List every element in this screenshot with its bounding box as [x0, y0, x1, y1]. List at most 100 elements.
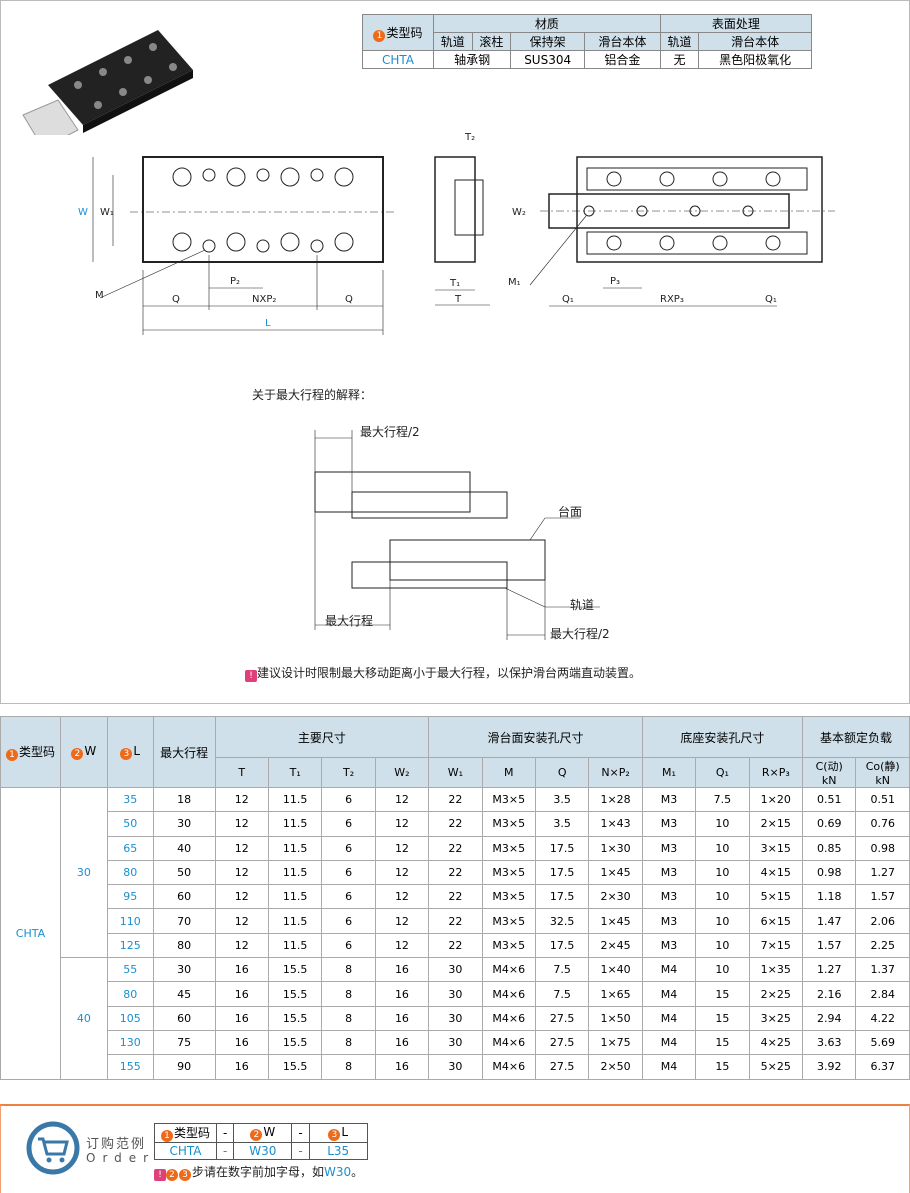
value-cell: 0.98 — [801, 859, 857, 886]
l-cell: 155 — [106, 1054, 154, 1080]
l-cell: 125 — [106, 932, 154, 959]
value-cell: 10 — [695, 932, 750, 959]
value-cell: 12 — [374, 932, 430, 959]
sub-header: M — [481, 757, 536, 788]
value-cell: 6 — [321, 859, 376, 886]
value-cell: 2×50 — [588, 1054, 643, 1080]
label-w1: W₁ — [100, 207, 114, 218]
w-cell: 40 — [59, 957, 108, 1080]
value-cell: 6 — [321, 884, 376, 910]
value-cell: 12 — [374, 884, 430, 910]
value-cell: 3.63 — [801, 1029, 857, 1056]
value-cell: M4×6 — [481, 1029, 536, 1056]
value-cell: 1.37 — [855, 957, 910, 983]
rail-label: 轨道 — [570, 598, 594, 612]
value-cell: 27.5 — [534, 1005, 590, 1031]
l-cell: 95 — [106, 884, 154, 910]
value-cell: 10 — [695, 957, 750, 983]
value-cell: M4 — [641, 957, 697, 983]
order-subtitle: Order — [86, 1151, 156, 1165]
value-cell: 5×15 — [748, 884, 804, 910]
sub-header: W₁ — [428, 757, 483, 788]
value-cell: 10 — [695, 835, 750, 861]
value-cell: M3×5 — [481, 932, 536, 959]
value-cell: 22 — [428, 835, 483, 861]
value-cell: 15.5 — [267, 1054, 323, 1080]
order-value: - — [291, 1142, 310, 1160]
max-stroke-header: 最大行程 — [152, 716, 216, 788]
value-cell: M3 — [641, 932, 697, 959]
value-cell: 11.5 — [267, 932, 323, 959]
order-value: - — [216, 1142, 235, 1160]
value-cell: 22 — [428, 932, 483, 959]
label-m1: M₁ — [508, 277, 521, 288]
value-cell: M3×5 — [481, 786, 536, 813]
sub-header: Q — [534, 757, 590, 788]
value-cell: M3×5 — [481, 835, 536, 861]
value-cell: 16 — [374, 981, 430, 1007]
value-cell: M4 — [641, 1054, 697, 1080]
value-cell: 8 — [321, 957, 376, 983]
value-cell: 1.57 — [801, 932, 857, 959]
order-header: - — [216, 1123, 235, 1143]
value-cell: 1.27 — [855, 859, 910, 886]
sub-header: 滚柱 — [471, 32, 512, 51]
value-cell: 0.76 — [855, 811, 910, 837]
value-cell: 2.06 — [855, 908, 910, 934]
l-cell: 105 — [106, 1005, 154, 1031]
value-cell: 22 — [428, 786, 483, 813]
value-cell: 60 — [152, 884, 216, 910]
l-cell: 80 — [106, 859, 154, 886]
value-cell: 3.92 — [801, 1054, 857, 1080]
sub-header: 轨道 — [659, 32, 700, 51]
value-cell: 15.5 — [267, 957, 323, 983]
value-cell: 1.57 — [855, 884, 910, 910]
label-p2: P₂ — [230, 276, 240, 287]
value-cell: 2×45 — [588, 932, 643, 959]
exclamation-icon: ! — [245, 670, 257, 682]
value-cell: 12 — [214, 908, 269, 934]
value-cell: 12 — [214, 932, 269, 959]
value-cell: 1.47 — [801, 908, 857, 934]
sub-header: 轨道 — [433, 32, 473, 51]
label-q1: Q₁ — [562, 294, 574, 305]
surface-header: 表面处理 — [659, 14, 813, 33]
label-q1: Q₁ — [765, 294, 777, 305]
value-cell: 12 — [374, 786, 430, 813]
value-cell: 0.69 — [801, 811, 857, 837]
value-cell: 15.5 — [267, 1029, 323, 1056]
value-cell: 2.84 — [855, 981, 910, 1007]
value-cell: 2.25 — [855, 932, 910, 959]
value-cell: 30 — [152, 811, 216, 837]
value-cell: 30 — [428, 1029, 483, 1056]
value-cell: 17.5 — [534, 932, 590, 959]
value-cell: 8 — [321, 1054, 376, 1080]
value-cell: 30 — [428, 1054, 483, 1080]
value-cell: 6 — [321, 835, 376, 861]
sub-header: Co(静) kN — [855, 757, 910, 788]
value-cell: 11.5 — [267, 859, 323, 886]
value-cell: 22 — [428, 908, 483, 934]
sub-header: W₂ — [374, 757, 430, 788]
value-cell: 7×15 — [748, 932, 804, 959]
cart-icon — [26, 1121, 80, 1175]
value-cell: 15 — [695, 1029, 750, 1056]
value-cell: 4×15 — [748, 859, 804, 886]
value-cell: M3×5 — [481, 859, 536, 886]
value-cell: 2.94 — [801, 1005, 857, 1031]
value-cell: 11.5 — [267, 835, 323, 861]
label-t1: T₁ — [449, 278, 460, 289]
value-cell: 1×43 — [588, 811, 643, 837]
value-cell: 11.5 — [267, 908, 323, 934]
product-photo — [22, 30, 193, 135]
value-cell: 3.5 — [534, 786, 590, 813]
value-cell: 15 — [695, 1054, 750, 1080]
